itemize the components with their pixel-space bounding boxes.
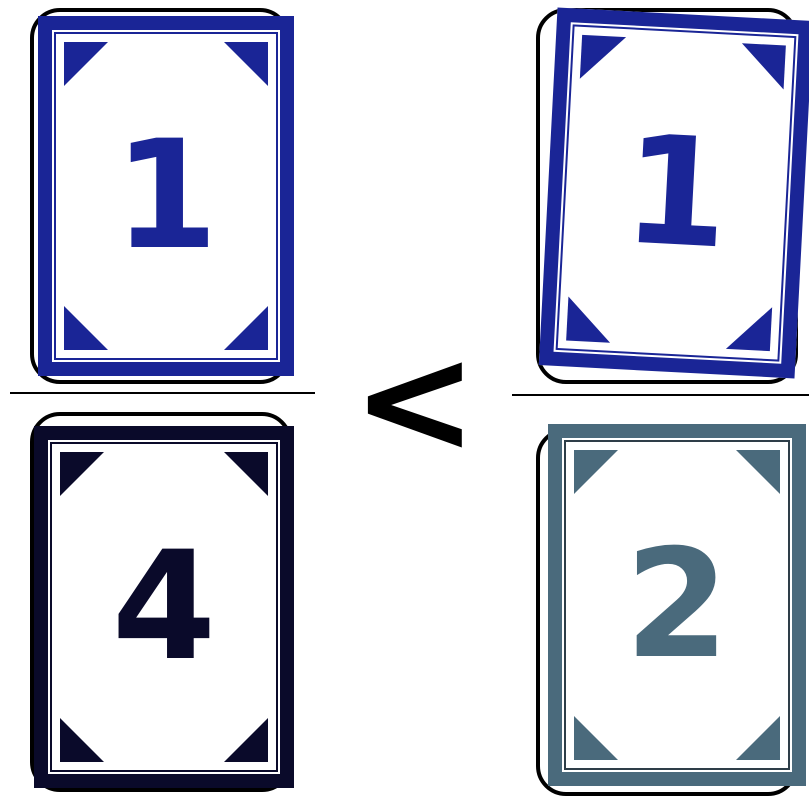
right-fraction-bar — [512, 394, 809, 396]
corner-triangle-icon — [740, 43, 786, 89]
corner-triangle-icon — [64, 42, 108, 86]
corner-triangle-icon — [224, 452, 268, 496]
corner-triangle-icon — [224, 306, 268, 350]
corner-triangle-icon — [224, 42, 268, 86]
corner-triangle-icon — [574, 450, 618, 494]
right-denominator-card: 2 — [548, 424, 806, 786]
corner-triangle-icon — [64, 306, 108, 350]
left-fraction-bar — [10, 392, 315, 394]
left-denominator-value: 4 — [52, 532, 276, 682]
corner-triangle-icon — [736, 450, 780, 494]
corner-triangle-icon — [566, 297, 612, 343]
less-than-symbol: < — [352, 326, 478, 476]
right-denominator-value: 2 — [566, 530, 788, 680]
corner-triangle-icon — [736, 716, 780, 760]
right-numerator-value: 1 — [562, 112, 790, 273]
corner-triangle-icon — [224, 718, 268, 762]
right-numerator-card: 1 — [539, 8, 809, 379]
left-numerator-value: 1 — [56, 121, 276, 271]
left-numerator-card: 1 — [38, 16, 294, 376]
corner-triangle-icon — [574, 716, 618, 760]
corner-triangle-icon — [726, 305, 772, 351]
left-denominator-card: 4 — [34, 426, 294, 788]
corner-triangle-icon — [580, 35, 626, 81]
corner-triangle-icon — [60, 452, 104, 496]
corner-triangle-icon — [60, 718, 104, 762]
